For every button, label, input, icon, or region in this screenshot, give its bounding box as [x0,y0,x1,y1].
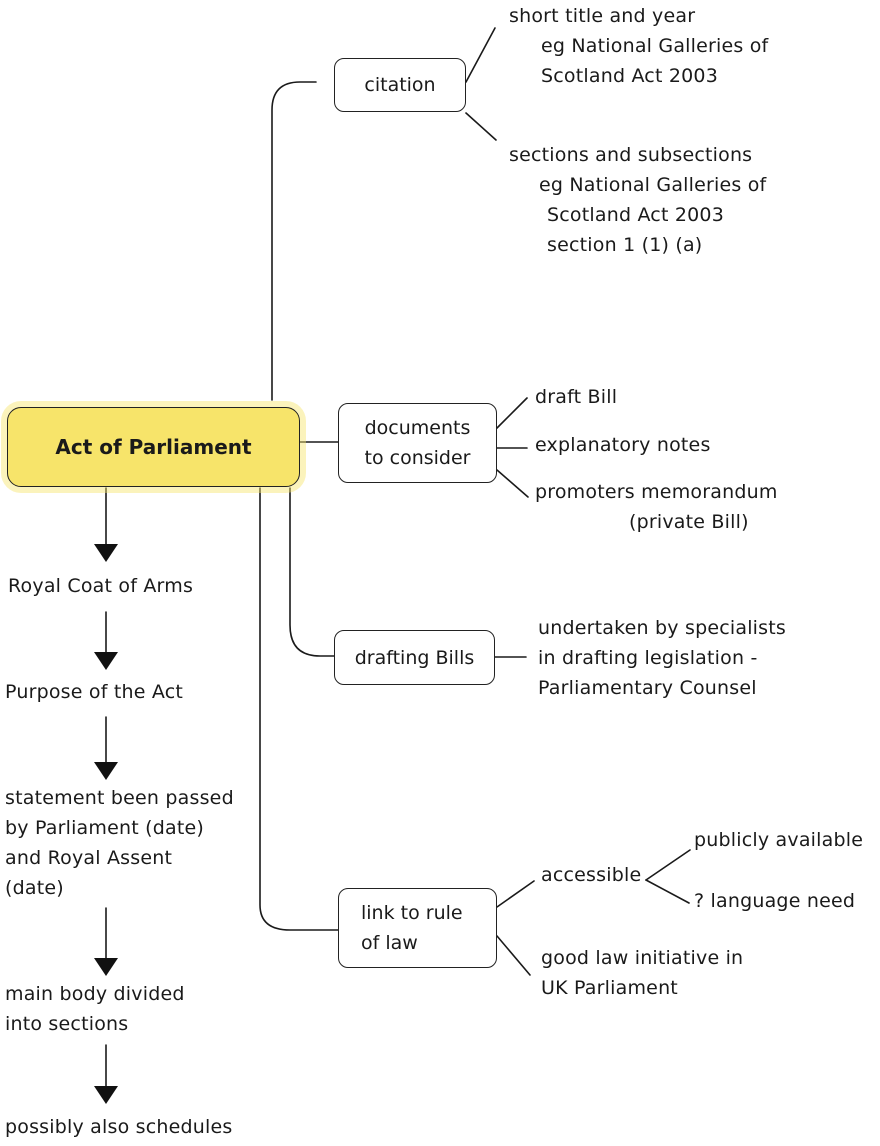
connector-citation-title [465,27,496,83]
connector-central-drafting [289,487,335,657]
arrow-head-3 [94,762,118,780]
seq-line: statement been passed [5,787,234,809]
note-line: promoters memorandum [535,481,778,503]
connector-rule-accessible [496,880,535,908]
arrow-head-5 [94,1086,118,1104]
citation-label: citation [364,74,436,96]
connector-central-rule [259,487,339,931]
connector-documents-memo [496,469,529,498]
documents-label-line: documents [364,417,471,439]
seq-line: and Royal Assent [5,847,173,869]
note-line: publicly available [694,829,864,851]
connector-accessible-public [645,849,691,881]
accessible-item-language: ? language need [694,886,855,916]
citation-note-title: short title and year eg National Galleri… [509,1,768,91]
central-node: Act of Parliament [7,407,300,487]
seq-line: (date) [5,877,64,899]
seq-line: possibly also schedules [5,1116,233,1138]
note-line: accessible [541,864,642,886]
note-line: eg National Galleries of [541,35,769,57]
seq-line: Purpose of the Act [5,681,184,703]
arrow-head-4 [94,958,118,976]
accessible-item-public: publicly available [694,825,863,855]
rule-label-line: link to rule [361,902,463,924]
connector-documents-draft [496,397,528,429]
citation-note-sections: sections and subsections eg National Gal… [509,140,766,260]
connector-accessible-language [645,879,690,904]
documents-label-line: to consider [364,447,471,469]
drafting-node: drafting Bills [334,630,495,685]
central-label: Act of Parliament [55,435,252,459]
accessible-label: accessible [541,860,641,890]
arrow-head-1 [94,544,118,562]
note-line: explanatory notes [535,434,711,456]
documents-note-draft: draft Bill [535,382,617,412]
seq-main-body: main body divided into sections [5,979,185,1039]
note-line: short title and year [509,5,696,27]
note-line: eg National Galleries of [539,174,767,196]
connector-central-citation [271,81,317,401]
connector-citation-sections [465,112,497,141]
note-line: Scotland Act 2003 [541,65,718,87]
documents-node: documents to consider [338,403,497,483]
documents-note-memorandum: promoters memorandum (private Bill) [535,477,778,537]
seq-statement: statement been passed by Parliament (dat… [5,783,234,903]
note-line: UK Parliament [541,977,678,999]
citation-node: citation [334,58,466,112]
note-line: section 1 (1) (a) [547,234,703,256]
note-line: ? language need [694,890,856,912]
note-line: in drafting legislation - [538,647,758,669]
seq-royal-coat: Royal Coat of Arms [8,571,193,601]
note-line: draft Bill [535,386,618,408]
seq-line: into sections [5,1013,129,1035]
seq-purpose: Purpose of the Act [5,677,183,707]
rule-of-law-node: link to rule of law [338,888,497,968]
rule-note-good-law: good law initiative in UK Parliament [541,943,743,1003]
rule-label-line: of law [361,932,418,954]
documents-note-explanatory: explanatory notes [535,430,711,460]
drafting-label: drafting Bills [354,646,475,669]
seq-line: main body divided [5,983,185,1005]
note-line: good law initiative in [541,947,744,969]
arrow-head-2 [94,652,118,670]
note-line: undertaken by specialists [538,617,787,639]
seq-line: Royal Coat of Arms [8,575,194,597]
note-line: Parliamentary Counsel [538,677,757,699]
note-line: Scotland Act 2003 [547,204,724,226]
note-line: sections and subsections [509,144,753,166]
seq-schedules: possibly also schedules [5,1112,233,1142]
connector-rule-goodlaw [496,935,531,976]
note-line: (private Bill) [629,511,749,533]
seq-line: by Parliament (date) [5,817,205,839]
drafting-note: undertaken by specialists in drafting le… [538,613,786,703]
